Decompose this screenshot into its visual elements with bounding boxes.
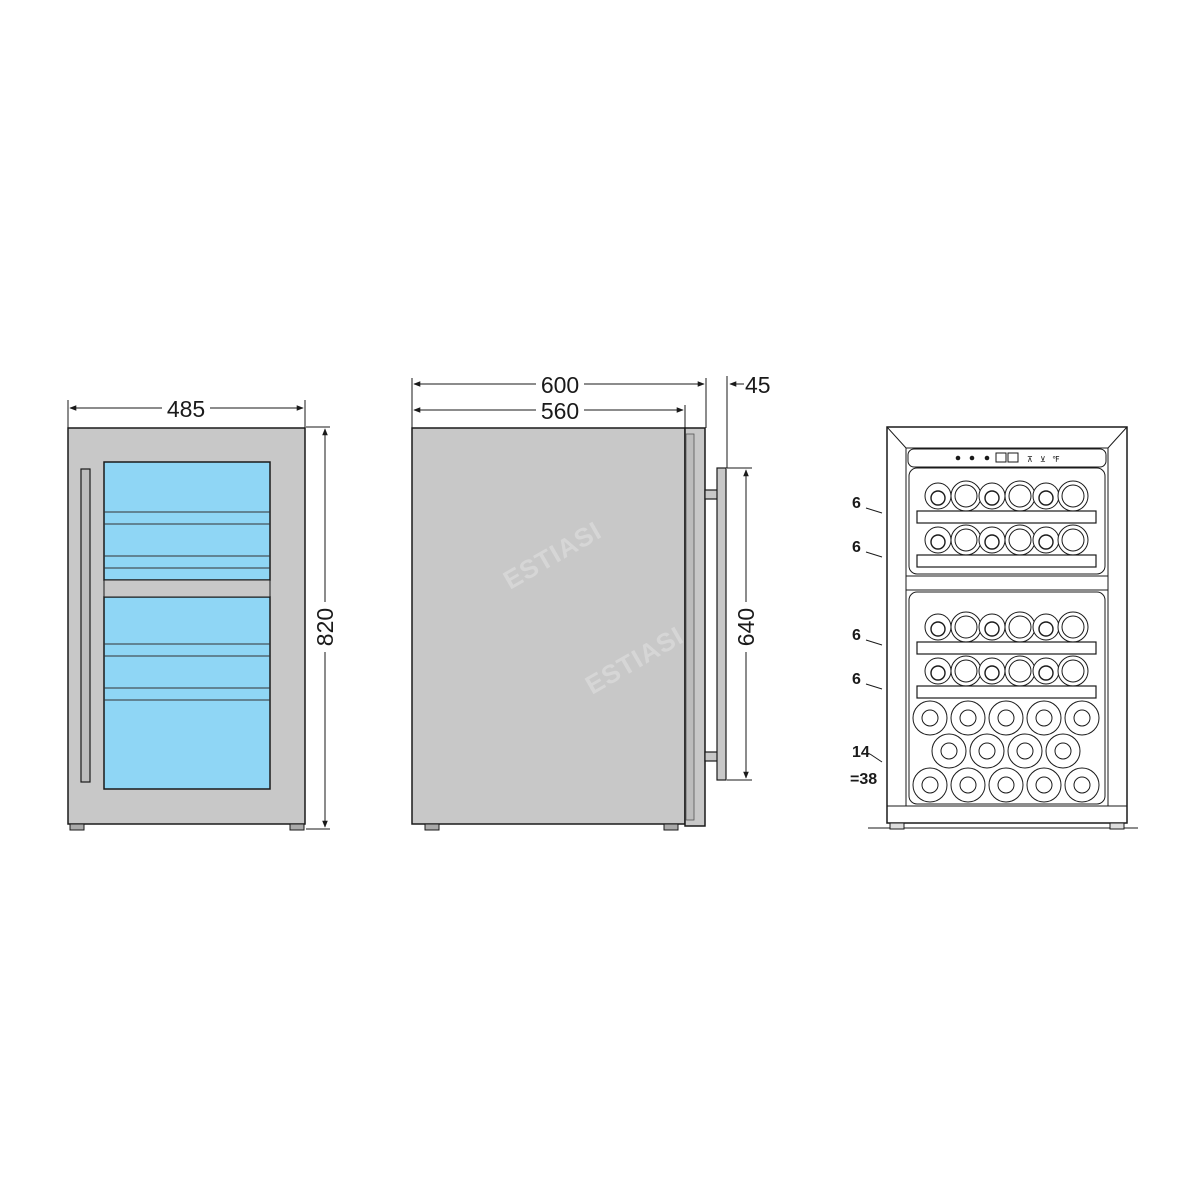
bottle-neck [930, 665, 946, 681]
front-view: 485 820 [67, 396, 338, 831]
side-foot-right [663, 823, 679, 831]
temp-up-icon: ⊼ [1027, 455, 1033, 464]
interior-foot-left [889, 822, 905, 830]
front-glass-lower [103, 596, 271, 790]
power-icon [955, 455, 961, 461]
side-handle-bar [716, 467, 727, 781]
bottom-bottle-inner [959, 776, 977, 794]
bottle-neck [984, 621, 1000, 637]
bottle-neck [930, 621, 946, 637]
bottle-base-inner [1008, 615, 1032, 639]
unit-icon: ℉ [1052, 455, 1060, 464]
bottom-bottle-inner [1035, 709, 1053, 727]
shelf-2 [916, 554, 1097, 568]
bottom-bottle-inner [1035, 776, 1053, 794]
shelf-4 [916, 685, 1097, 699]
light-icon [969, 455, 975, 461]
bottom-bottle-inner [1054, 742, 1072, 760]
bottle-base-inner [1061, 659, 1085, 683]
bottom-capacity: 14 [852, 744, 870, 761]
shelf-4-leader [865, 683, 883, 690]
side-cabinet [411, 427, 686, 825]
shelf-2-capacity: 6 [852, 539, 861, 556]
front-foot-left [69, 823, 85, 831]
side-view: 600 560 45 640 ESTIASI ESTIASI [411, 372, 771, 831]
front-foot-right [289, 823, 305, 831]
bottle-neck [930, 534, 946, 550]
bottom-bottle-inner [1073, 709, 1091, 727]
bottle-base-inner [1008, 484, 1032, 508]
bottle-base-inner [1008, 528, 1032, 552]
shelf-3-capacity: 6 [852, 627, 861, 644]
side-body-depth-label: 560 [541, 398, 579, 424]
shelf-3-leader [865, 639, 883, 646]
bottle-base-inner [1061, 484, 1085, 508]
front-door-handle [80, 468, 91, 783]
bottom-bottle-inner [1016, 742, 1034, 760]
side-door-seal [685, 433, 695, 821]
bottle-base-inner [1008, 659, 1032, 683]
bottom-bottle-inner [921, 776, 939, 794]
interior-view: ⊼ ⊻ ℉ 6 6 6 6 14 =38 [850, 426, 1138, 830]
bottom-bottle-inner [997, 709, 1015, 727]
handle-depth-label: 45 [745, 372, 771, 398]
bottle-neck [1038, 490, 1054, 506]
bottom-bottle-inner [959, 709, 977, 727]
bottom-bottle-inner [921, 709, 939, 727]
bottle-base-inner [954, 484, 978, 508]
interior-bevel [886, 426, 1128, 449]
front-height-label: 820 [312, 608, 338, 646]
shelf-3 [916, 641, 1097, 655]
interior-foot-right [1109, 822, 1125, 830]
bottle-neck [1038, 621, 1054, 637]
side-foot-left [424, 823, 440, 831]
temp-down-icon: ⊻ [1040, 455, 1046, 464]
bottle-base-inner [1061, 615, 1085, 639]
bottom-leader [869, 753, 883, 763]
bottle-base-inner [954, 659, 978, 683]
shelf-4-capacity: 6 [852, 671, 861, 688]
zone-divider [905, 575, 1109, 591]
bottom-bottle-inner [978, 742, 996, 760]
bottom-bottle-inner [1073, 776, 1091, 794]
bottom-bottle-inner [997, 776, 1015, 794]
bottle-rack [912, 480, 1100, 803]
bottom-bottle-inner [940, 742, 958, 760]
front-glass-upper [103, 461, 271, 581]
bottle-neck [930, 490, 946, 506]
bottle-neck [984, 534, 1000, 550]
bottle-neck [1038, 534, 1054, 550]
bottle-neck [984, 665, 1000, 681]
side-total-depth-label: 600 [541, 372, 579, 398]
shelf-2-leader [865, 551, 883, 558]
bottle-neck [984, 490, 1000, 506]
shelf-1-leader [865, 507, 883, 514]
shelf-1 [916, 510, 1097, 524]
zone-icon [984, 455, 990, 461]
bottle-neck [1038, 665, 1054, 681]
front-zone-divider [103, 579, 271, 598]
temperature-display-upper [995, 452, 1007, 463]
control-panel [907, 448, 1107, 468]
shelf-1-capacity: 6 [852, 495, 861, 512]
bottle-base-inner [1061, 528, 1085, 552]
temperature-display-lower [1007, 452, 1019, 463]
total-capacity: =38 [850, 771, 877, 788]
bottle-base-inner [954, 528, 978, 552]
bottle-base-inner [954, 615, 978, 639]
handle-height-label: 640 [733, 608, 759, 646]
front-width-label: 485 [167, 396, 205, 422]
